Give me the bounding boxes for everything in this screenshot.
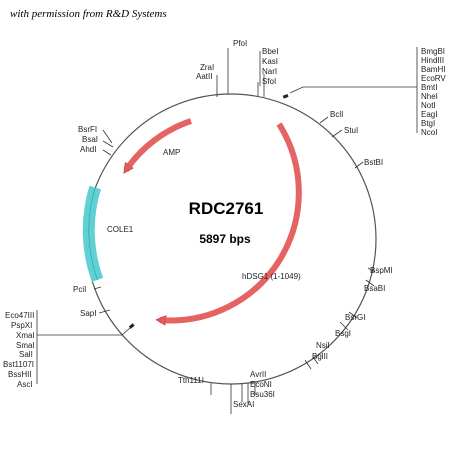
mcs-right-marker: [282, 94, 289, 99]
site-bglii: BglII: [312, 352, 328, 361]
site-xmai: XmaI: [16, 331, 35, 340]
site-noti: NotI: [421, 101, 436, 110]
site-bstbi: BstBI: [364, 158, 383, 167]
bottom-site-leaders: [210, 382, 256, 414]
site-bspmi: BspMI: [370, 266, 393, 275]
site-eco47iii: Eco47III: [5, 311, 34, 320]
site-aatii: AatII: [196, 72, 212, 81]
amp-label: AMP: [163, 148, 180, 157]
site-bsai: BsaI: [82, 135, 98, 144]
site-ncoi: NcoI: [421, 128, 437, 137]
site-nari: NarI: [262, 67, 277, 76]
site-stui: StuI: [344, 126, 358, 135]
mcs-left-leader: [36, 310, 131, 384]
plasmid-name: RDC2761: [189, 199, 264, 218]
hdsg1-arrow: [160, 122, 302, 320]
site-nsii: NsiI: [316, 341, 330, 350]
site-pspxi: PspXI: [11, 321, 32, 330]
hdsg1-label: hDSG1 (1-1049): [242, 272, 301, 281]
site-bst1107i: Bst1107I: [3, 360, 34, 369]
site-bsshii: BssHII: [8, 370, 32, 379]
site-asci: AscI: [17, 380, 33, 389]
credit-text: with permission from R&D Systems: [10, 8, 167, 20]
site-sexai: SexAI: [233, 400, 254, 409]
site-pcii: PciI: [73, 285, 86, 294]
site-bsabi: BsaBI: [364, 284, 385, 293]
site-bsrgi: BsrGI: [345, 313, 365, 322]
site-econi: EcoNI: [250, 380, 272, 389]
site-nhei: NheI: [421, 92, 438, 101]
plasmid-size: 5897 bps: [199, 232, 251, 246]
top-site-leaders: [216, 48, 265, 97]
site-bcli: BclI: [330, 110, 343, 119]
left-top-site-leaders: [102, 129, 114, 156]
site-kasi: KasI: [262, 57, 278, 66]
cole1-label: COLE1: [107, 225, 134, 234]
site-pfoi: PfoI: [233, 39, 247, 48]
site-bsgi: BsgI: [335, 329, 351, 338]
site-sfoi: SfoI: [262, 77, 276, 86]
site-hindiii: HindIII: [421, 56, 444, 65]
site-sali: SalI: [19, 350, 33, 359]
left-site-leaders: [93, 286, 111, 314]
cole1-outline: [88, 187, 98, 280]
site-bamhi: BamHI: [421, 65, 445, 74]
site-ecorv: EcoRV: [421, 74, 446, 83]
right-site-leaders: [304, 116, 376, 370]
site-bmgbi: BmgBI: [421, 47, 445, 56]
site-bmti: BmtI: [421, 83, 437, 92]
mcs-right-leader: [289, 47, 418, 133]
mcs-left-marker: [128, 323, 135, 329]
site-ahdi: AhdI: [80, 145, 96, 154]
amp-arrow: [126, 118, 192, 170]
site-bsu36i: Bsu36I: [250, 390, 275, 399]
site-eagi: EagI: [421, 110, 437, 119]
site-btgi: BtgI: [421, 119, 435, 128]
site-bbei: BbeI: [262, 47, 278, 56]
site-sapi: SapI: [80, 309, 96, 318]
site-smai: SmaI: [16, 341, 35, 350]
site-zrai: ZraI: [200, 63, 214, 72]
site-avrii: AvrII: [250, 370, 266, 379]
site-bsrfi: BsrFI: [78, 125, 97, 134]
site-tth111i: Tth111I: [178, 376, 204, 385]
